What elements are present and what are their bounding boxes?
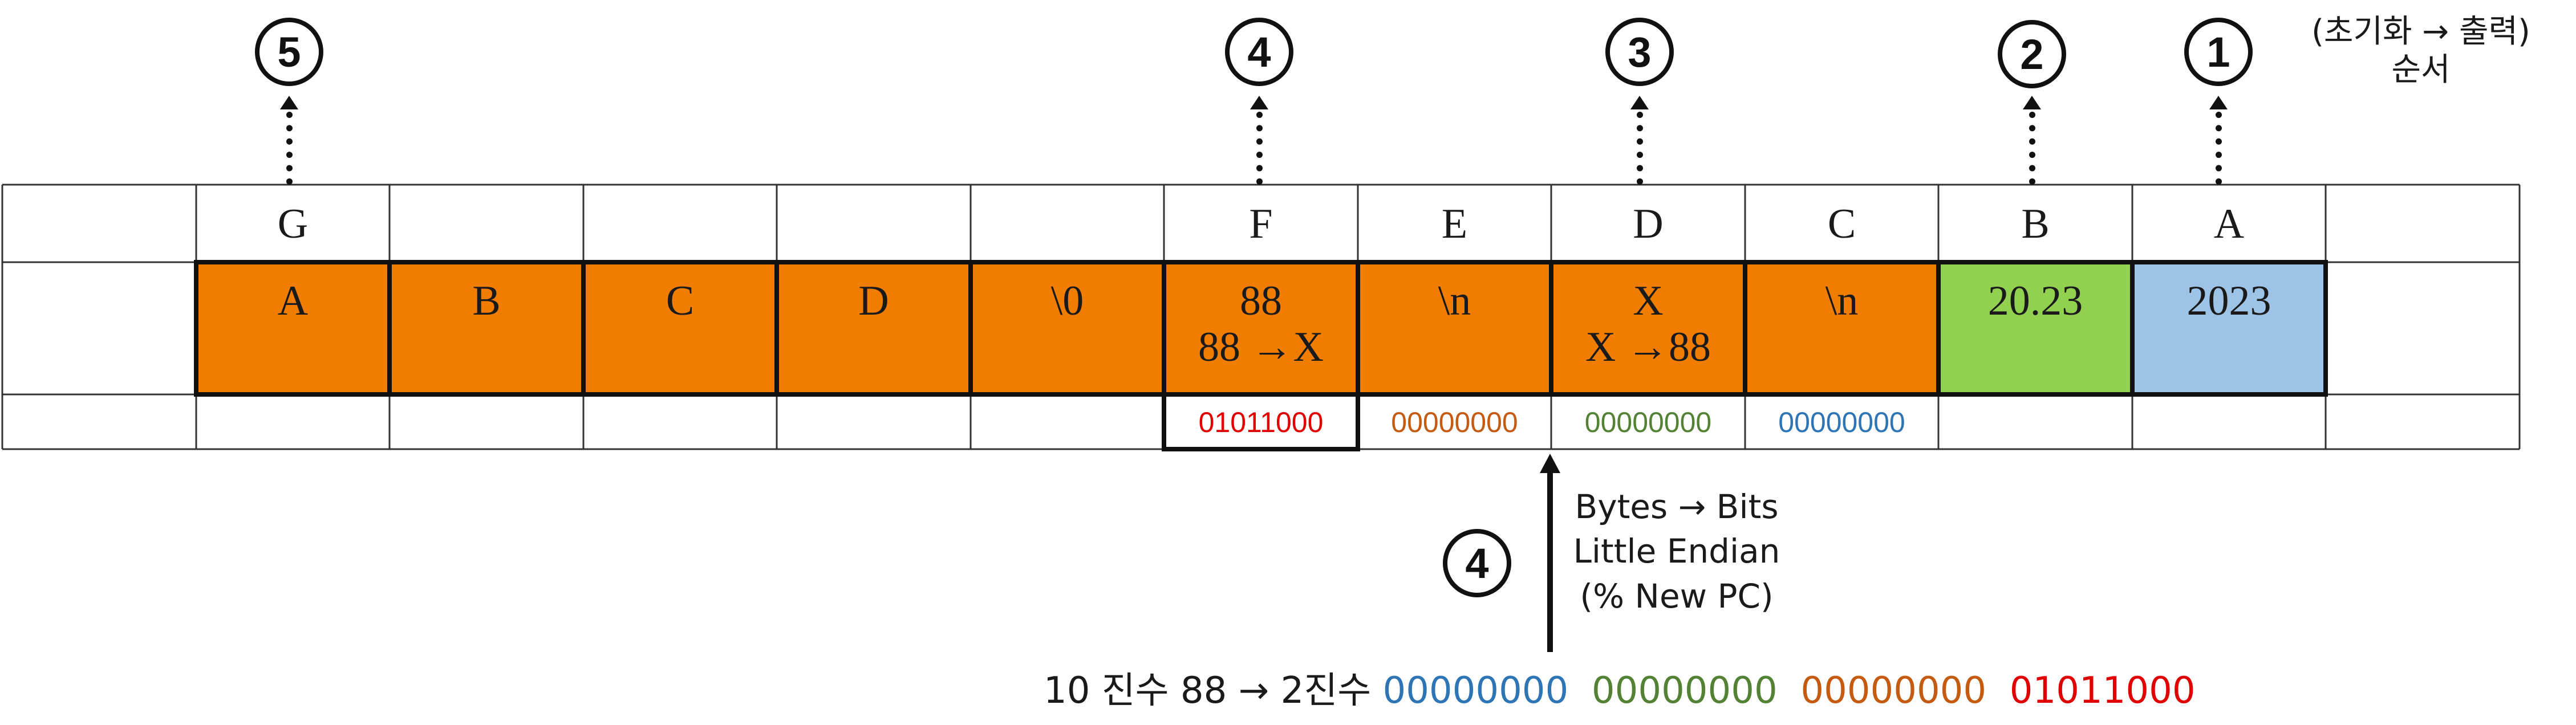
binary-byte-1: 00000000 [1382, 670, 1569, 712]
value-cell: B [472, 278, 501, 324]
order-badge-2: 2 [1998, 20, 2066, 88]
value-cell: X X →88 [1585, 278, 1711, 371]
value-cell: D [858, 278, 889, 324]
value-cell-fill [2132, 262, 2326, 394]
order-note: (초기화 → 출력) 순서 [2273, 13, 2569, 89]
dotted-line-2 [2029, 112, 2035, 185]
value-cell-fill [1938, 262, 2132, 394]
order-note-line2: 순서 [2391, 51, 2451, 89]
binary-byte-3: 00000000 [1800, 670, 1987, 712]
endian-note: Bytes → Bits Little Endian (% New PC) [1551, 484, 1802, 618]
dotted-line-5 [286, 112, 293, 185]
bits-cell: 00000000 [1391, 406, 1518, 438]
endian-note-line1: Bytes → Bits [1575, 487, 1779, 526]
dotted-line-3 [1637, 112, 1643, 185]
value-cell-fill [196, 262, 390, 394]
order-badge-5: 5 [255, 18, 323, 86]
arrowhead-3 [1630, 96, 1649, 109]
value-cell-fill [971, 262, 1164, 394]
order-note-line1: (초기화 → 출력) [2311, 13, 2530, 50]
column-label: D [1633, 201, 1664, 247]
value-cell-border [2130, 260, 2328, 397]
binary-conversion-line: 10 진수 88 → 2진수 00000000 00000000 0000000… [1044, 661, 2196, 714]
column-label: B [2021, 201, 2050, 247]
column-label: C [1827, 201, 1856, 247]
column-label: A [2213, 201, 2245, 247]
value-cell: 88 88 →X [1198, 278, 1324, 371]
dotted-line-1 [2216, 112, 2222, 185]
arrowhead-4 [1250, 96, 1268, 109]
value-cell: \n [1438, 278, 1471, 324]
column-label: G [277, 201, 309, 247]
value-cell: \n [1825, 278, 1859, 324]
value-cell: C [666, 278, 695, 324]
bits-cell-f-border [1162, 392, 1360, 451]
binary-conversion-prefix: 10 진수 88 → 2진수 [1044, 670, 1383, 712]
column-label: F [1249, 201, 1273, 247]
order-badge-3: 3 [1605, 18, 1674, 86]
value-cell: A [277, 278, 309, 324]
order-badge-4: 4 [1225, 18, 1293, 86]
arrowhead-5 [280, 96, 298, 109]
bits-cell: 01011000 [1198, 406, 1324, 438]
value-cell-fill [583, 262, 777, 394]
value-cell-fill [777, 262, 971, 394]
bits-cell: 00000000 [1778, 406, 1905, 438]
endian-note-line2: Little Endian [1573, 532, 1780, 571]
value-cell: \0 [1050, 278, 1084, 324]
binary-byte-2: 00000000 [1591, 670, 1778, 712]
value-cell-fill [1745, 262, 1938, 394]
arrowhead-1 [2209, 96, 2228, 109]
binary-byte-4: 01011000 [2009, 670, 2196, 712]
endian-note-line3: (% New PC) [1580, 576, 1774, 616]
value-cell-fill [1358, 262, 1551, 394]
order-badge-4-lower: 4 [1443, 529, 1511, 597]
endian-arrow-line [1547, 471, 1553, 652]
column-label: E [1441, 201, 1468, 247]
value-cell-fill [1164, 262, 1358, 394]
bits-cell: 00000000 [1584, 406, 1712, 438]
endian-arrowhead [1540, 454, 1560, 473]
value-cell: 20.23 [1987, 278, 2083, 324]
value-cell-fill [1551, 262, 1745, 394]
order-badge-1: 1 [2184, 18, 2253, 86]
value-cell: 2023 [2186, 278, 2271, 324]
value-cell-fill [390, 262, 583, 394]
dotted-line-4 [1256, 112, 1263, 185]
arrowhead-2 [2023, 96, 2041, 109]
